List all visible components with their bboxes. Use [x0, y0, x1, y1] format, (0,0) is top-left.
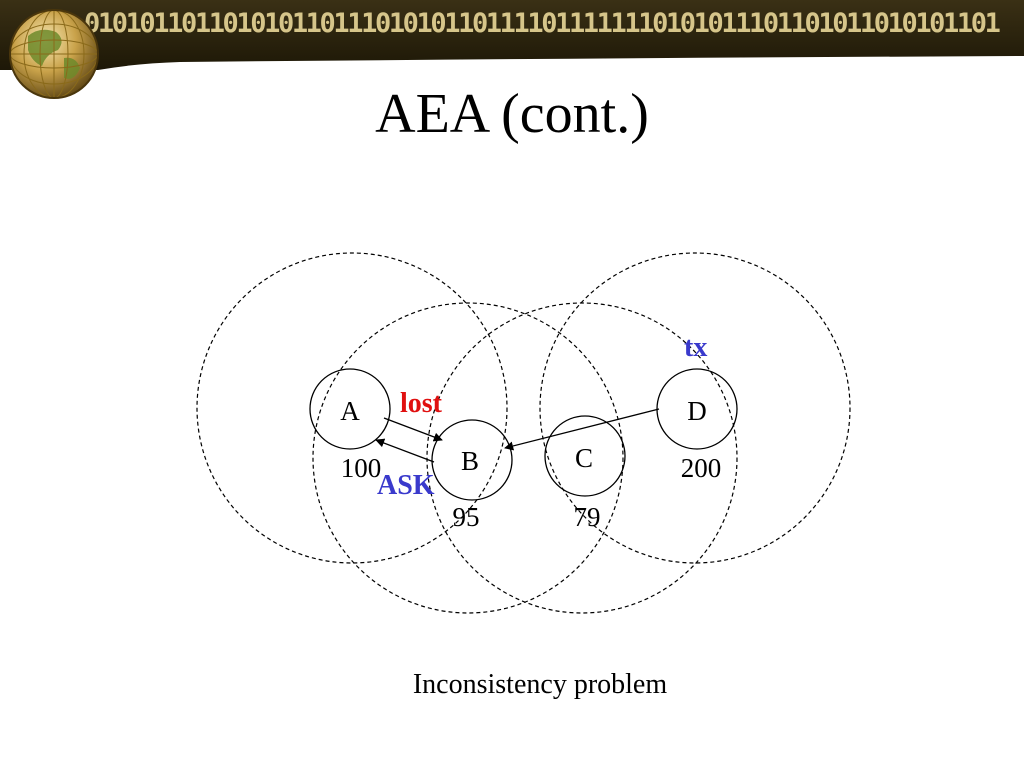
range-circle-b [312, 302, 624, 614]
node-b-label: B [461, 446, 479, 476]
banner-background [0, 0, 1024, 70]
binary-banner-text: 0101011011010101101110101011011110111111… [84, 8, 1001, 39]
node-b-value: 95 [453, 502, 480, 532]
lost-annotation: lost [400, 388, 443, 419]
arrow-a-to-b [383, 417, 443, 442]
slide-caption: Inconsistency problem [412, 669, 668, 700]
node-a-label: A [340, 396, 360, 426]
slide-title: AEA (cont.) [375, 83, 649, 145]
node-c-value: 79 [574, 502, 601, 532]
node-d-value: 200 [681, 453, 722, 483]
range-circle-a [196, 252, 508, 564]
globe-logo-icon [9, 9, 99, 99]
node-b-circle [431, 419, 513, 501]
range-circle-d [539, 252, 851, 564]
node-d-label: D [687, 396, 707, 426]
ask-annotation: ASK [377, 470, 435, 501]
tx-annotation: tx [684, 332, 707, 363]
arrow-b-to-a [375, 438, 435, 463]
node-a-circle [309, 368, 391, 450]
range-circle-c [426, 302, 738, 614]
node-c-label: C [575, 443, 593, 473]
header-banner: 0101011011010101101110101011011110111111… [0, 0, 1024, 70]
node-c-circle [544, 415, 626, 497]
node-a-value: 100 [341, 453, 382, 483]
arrow-d-to-b [504, 408, 660, 451]
